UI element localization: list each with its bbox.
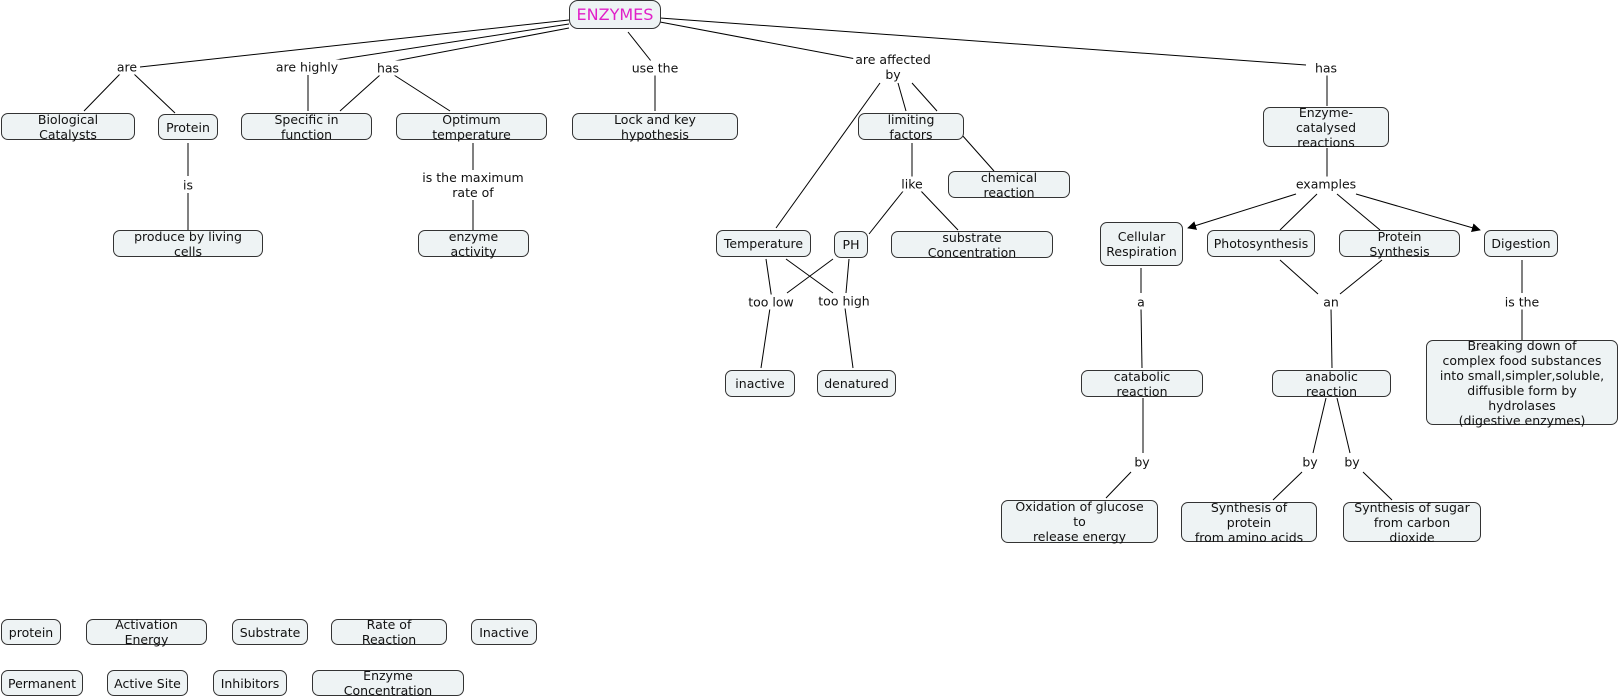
link-examples[interactable]: examples (1293, 176, 1359, 192)
parking-concept[interactable]: Rate of Reaction (331, 617, 447, 647)
parking-concept[interactable]: Inactive (471, 619, 537, 645)
node-anabolic-reaction[interactable]: anabolic reaction (1272, 369, 1391, 399)
node-enzyme-catalysed-reactions[interactable]: Enzyme-catalysed reactions (1263, 105, 1389, 150)
parking-concept[interactable]: Active Site (107, 670, 188, 696)
parking-concept[interactable]: Inhibitors (213, 670, 287, 696)
node-cellular-respiration[interactable]: Cellular Respiration (1100, 222, 1183, 266)
parking-concept[interactable]: Permanent (1, 670, 83, 696)
node-enzymes[interactable]: ENZYMES (569, 0, 661, 29)
node-digestion[interactable]: Digestion (1484, 230, 1558, 257)
node-specific-in-function[interactable]: Specific in function (241, 112, 372, 142)
link-a[interactable]: a (1135, 294, 1147, 310)
link-too-low[interactable]: too low (746, 294, 796, 310)
parking-concept[interactable]: Enzyme Concentration (312, 668, 464, 698)
node-catabolic-reaction[interactable]: catabolic reaction (1081, 369, 1203, 399)
link-too-high[interactable]: too high (816, 293, 872, 309)
link-has[interactable]: has (374, 60, 402, 76)
node-biological-catalysts[interactable]: Biological Catalysts (1, 112, 135, 142)
node-synthesis-of-sugar[interactable]: Synthesis of sugar from carbon dioxide (1343, 500, 1481, 545)
link-by-catabolic[interactable]: by (1132, 454, 1152, 470)
link-by-sugar[interactable]: by (1342, 454, 1362, 470)
node-inactive[interactable]: inactive (725, 370, 795, 397)
node-chemical-reaction[interactable]: chemical reaction (948, 170, 1070, 200)
parking-concept[interactable]: Substrate (232, 619, 308, 645)
node-optimum-temperature[interactable]: Optimum temperature (396, 112, 547, 142)
node-protein[interactable]: Protein (158, 114, 218, 140)
link-is[interactable]: is (181, 177, 195, 193)
node-lock-and-key[interactable]: Lock and key hypothesis (572, 112, 738, 142)
link-by-protein[interactable]: by (1300, 454, 1320, 470)
link-has-right[interactable]: has (1312, 60, 1340, 76)
link-an[interactable]: an (1321, 294, 1341, 310)
node-oxidation-of-glucose[interactable]: Oxidation of glucose to release energy (1001, 499, 1158, 544)
link-like[interactable]: like (899, 176, 925, 192)
node-substrate-concentration[interactable]: substrate Concentration (891, 230, 1053, 260)
node-limiting-factors[interactable]: limiting factors (858, 112, 964, 142)
link-are-affected-by[interactable]: are affected by (853, 52, 933, 82)
node-denatured[interactable]: denatured (817, 370, 896, 397)
link-use-the[interactable]: use the (629, 60, 681, 76)
parking-concept[interactable]: protein (1, 619, 61, 645)
node-temperature[interactable]: Temperature (716, 230, 811, 257)
link-are[interactable]: are (114, 59, 140, 75)
node-ph[interactable]: PH (834, 231, 868, 258)
link-is-the[interactable]: is the (1502, 294, 1542, 310)
node-enzyme-activity[interactable]: enzyme activity (418, 229, 529, 259)
node-synthesis-of-protein[interactable]: Synthesis of protein from amino acids (1181, 500, 1317, 545)
link-is-the-maximum-rate-of[interactable]: is the maximum rate of (420, 170, 526, 200)
parking-concept[interactable]: Activation Energy (86, 617, 207, 647)
link-are-highly[interactable]: are highly (273, 59, 341, 75)
node-breaking-down[interactable]: Breaking down of complex food substances… (1426, 338, 1618, 428)
node-photosynthesis[interactable]: Photosynthesis (1207, 230, 1315, 257)
node-protein-synthesis[interactable]: Protein Synthesis (1339, 229, 1460, 259)
node-produce-by-living-cells[interactable]: produce by living cells (113, 229, 263, 259)
